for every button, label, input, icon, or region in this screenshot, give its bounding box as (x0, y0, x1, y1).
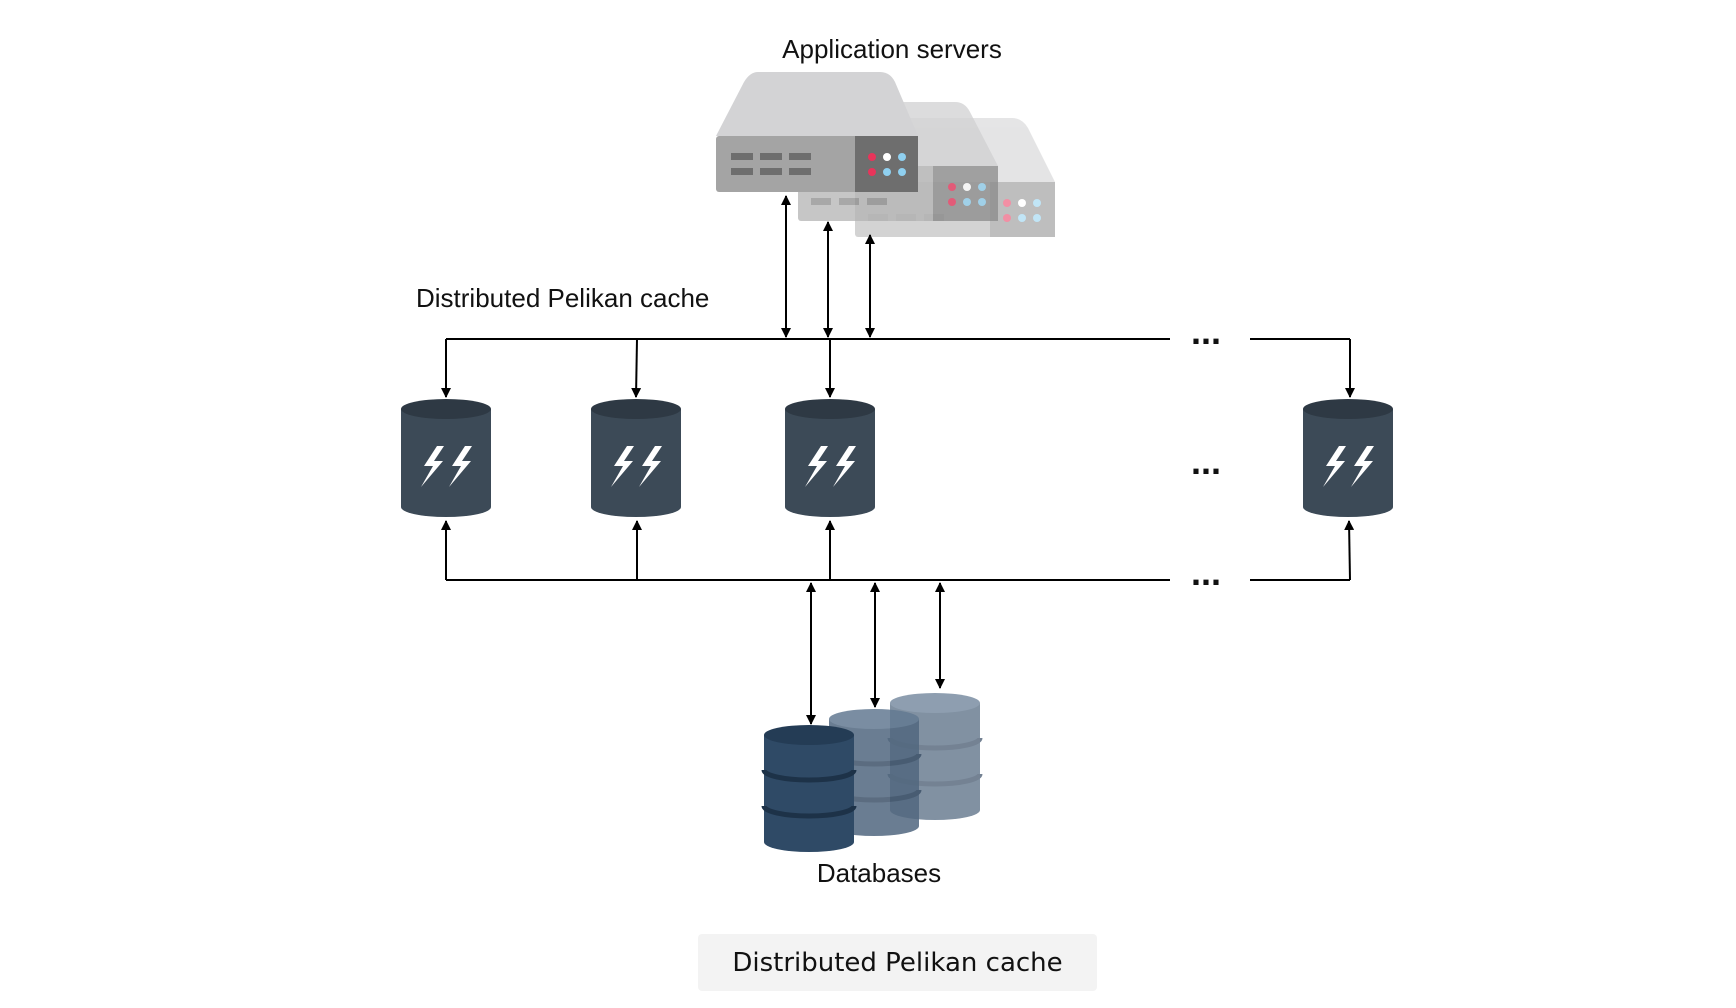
cache-node (1303, 399, 1393, 517)
cache-node (591, 399, 681, 517)
lightning-icon (805, 446, 856, 487)
database-stack-icon (761, 693, 983, 852)
ellipsis-middle: ... (1191, 441, 1221, 482)
cache-db-connectors (806, 582, 945, 725)
cache-top-bus (441, 338, 1355, 398)
lightning-icon (611, 446, 662, 487)
cache-bottom-bus (441, 520, 1355, 581)
ellipsis-bottom: ... (1191, 552, 1221, 593)
connector (1344, 520, 1355, 581)
lightning-icon (421, 446, 472, 487)
databases-label: Databases (817, 858, 941, 888)
lightning-icon (1323, 446, 1374, 487)
ellipsis-top: ... (1191, 311, 1221, 352)
figure-caption: Distributed Pelikan cache (698, 934, 1097, 991)
cache-node (401, 399, 491, 517)
server-stack-icon (716, 72, 1055, 237)
app-cache-connectors (781, 195, 875, 338)
app-servers-label: Application servers (782, 34, 1002, 64)
connector (631, 338, 642, 398)
database-icon (761, 725, 857, 852)
server-icon (716, 72, 918, 192)
cache-layer-label: Distributed Pelikan cache (416, 283, 709, 313)
cache-node (785, 399, 875, 517)
